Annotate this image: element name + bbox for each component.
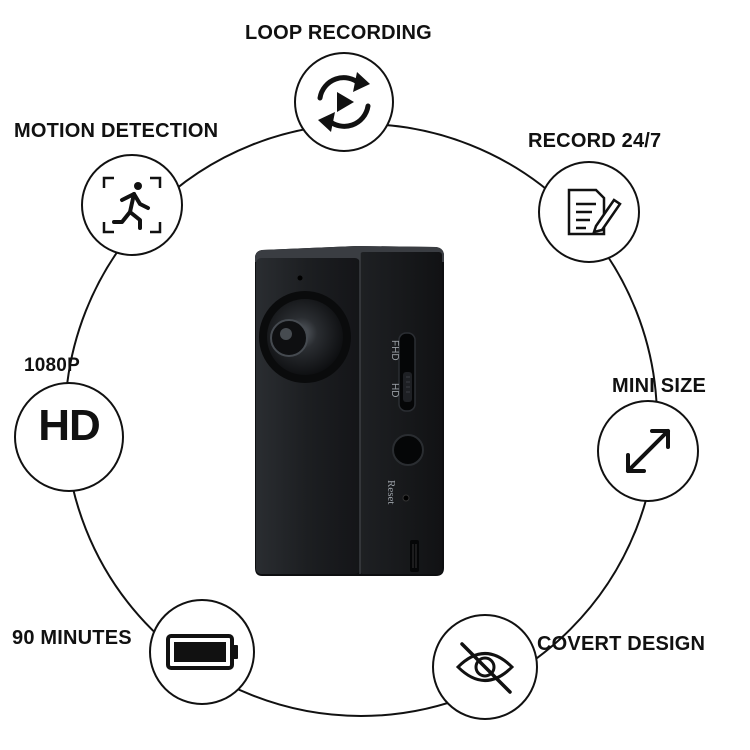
- mini-size-arrows-icon: [626, 429, 670, 473]
- label-resolution: 1080P: [24, 355, 80, 376]
- covert-badge: [432, 614, 538, 720]
- record-document-icon: [567, 188, 622, 236]
- battery-badge: [149, 599, 255, 705]
- covert-eye-icon: [455, 642, 515, 694]
- record-button[interactable]: [392, 434, 424, 466]
- loop-recording-badge: [294, 52, 394, 152]
- label-loop-recording: LOOP RECORDING: [245, 22, 432, 44]
- switch-label-fhd: FHD: [389, 340, 400, 361]
- label-covert-design: COVERT DESIGN: [537, 633, 706, 655]
- usb-port: [410, 540, 419, 572]
- mini-size-badge: [597, 400, 699, 502]
- motion-detection-badge: [81, 154, 183, 256]
- reset-hole[interactable]: [402, 494, 410, 502]
- record-badge: [538, 161, 640, 263]
- hd-badge: [14, 382, 124, 492]
- hd-icon: HD: [38, 401, 101, 450]
- battery-icon: [166, 634, 238, 670]
- label-motion-detection: MOTION DETECTION: [14, 120, 219, 142]
- reset-label: Reset: [385, 480, 397, 504]
- loop-recording-icon: [317, 72, 371, 132]
- label-record: RECORD 24/7: [528, 130, 662, 152]
- switch-label-hd: HD: [389, 383, 400, 397]
- indicator-hole: [297, 275, 303, 281]
- mini-camera: FHD HD Reset: [255, 246, 444, 576]
- motion-detection-icon: [102, 176, 162, 234]
- label-mini-size: MINI SIZE: [612, 375, 707, 397]
- label-battery: 90 MINUTES: [12, 627, 132, 649]
